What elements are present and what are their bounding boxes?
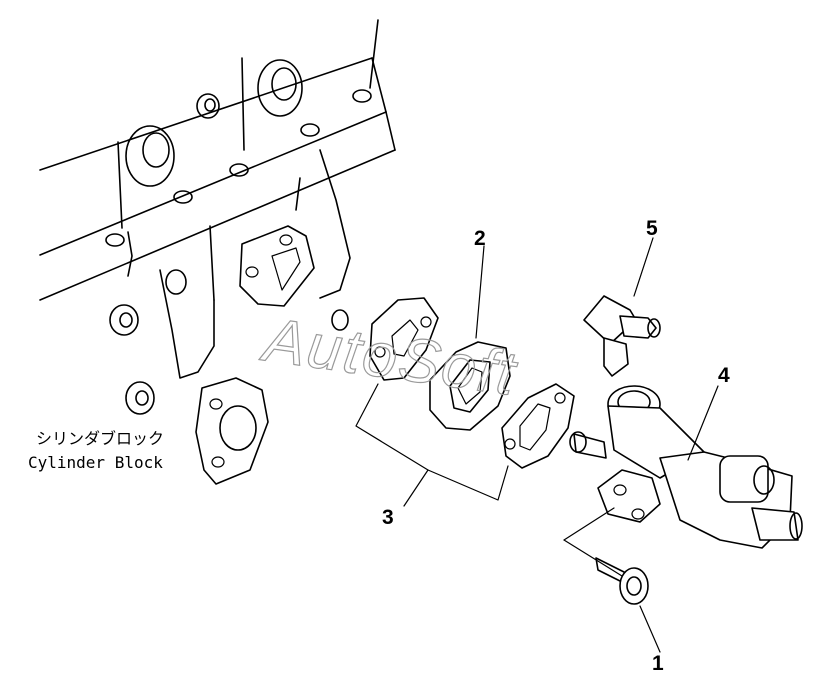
gasket-left — [369, 297, 439, 381]
callout-2: 2 — [474, 227, 486, 250]
cylinder-block — [39, 19, 396, 485]
cylinder-block-label-jp: シリンダブロック — [36, 429, 164, 448]
bolt-1 — [595, 557, 649, 605]
callout-3: 3 — [382, 506, 394, 529]
pump-4 — [569, 385, 803, 549]
callout-4: 4 — [718, 364, 730, 387]
gasket-right — [501, 383, 575, 469]
callout-5: 5 — [646, 217, 658, 240]
callout-1: 1 — [652, 652, 664, 675]
spacer-2 — [429, 341, 511, 431]
cylinder-block-label-en: Cylinder Block — [28, 453, 163, 472]
leader-lines — [355, 237, 719, 653]
elbow-5 — [583, 295, 661, 377]
